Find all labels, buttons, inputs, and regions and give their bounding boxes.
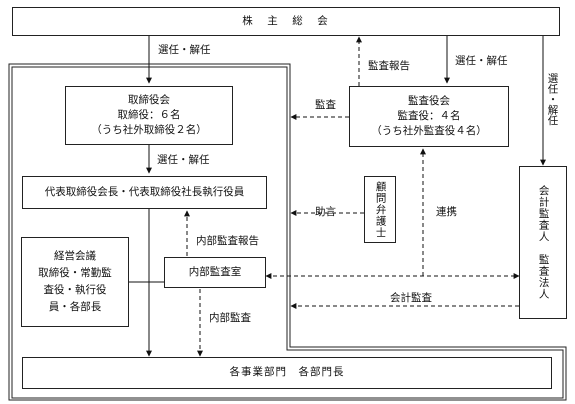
board-members: 取締役：６名 <box>117 108 181 121</box>
audit-board-outside-members: （うち社外監査役４名） <box>371 125 487 138</box>
legal-counsel-label: 顧問弁護士 <box>374 180 387 239</box>
label-coordination: 連携 <box>436 206 457 218</box>
management-meeting-box: 経営会議 取締役・常勤監 査役・執行役 員・各部長 <box>21 237 129 327</box>
board-outside-members: （うち社外取締役２名） <box>91 124 207 137</box>
audit-board-title: 監査役会 <box>408 94 450 107</box>
audit-board-box: 監査役会 監査役：４名 （うち社外監査役４名） <box>349 86 509 147</box>
label-advice: 助言 <box>315 206 336 218</box>
representative-directors-label: 代表取締役会長・代表取締役社長執行役員 <box>44 185 245 198</box>
accounting-auditor-label: 会計監査人 監査法人 <box>537 185 550 300</box>
shareholders-meeting-label: 株 主 総 会 <box>242 14 330 27</box>
business-departments-label: 各事業部門 各部門長 <box>229 366 345 379</box>
label-elect-dismiss-accounting: 選任・解任 <box>546 73 559 126</box>
management-meeting-members-1: 取締役・常勤監 <box>38 267 112 280</box>
legal-counsel-box: 顧問弁護士 <box>364 176 396 243</box>
board-title: 取締役会 <box>128 93 170 106</box>
label-audit: 監査 <box>315 99 336 111</box>
accounting-auditor-box: 会計監査人 監査法人 <box>519 166 567 319</box>
audit-board-members: 監査役：４名 <box>397 109 461 122</box>
board-of-directors-box: 取締役会 取締役：６名 （うち社外取締役２名） <box>65 86 233 145</box>
internal-audit-office-box: 内部監査室 <box>164 257 266 288</box>
business-departments-box: 各事業部門 各部門長 <box>22 357 552 389</box>
label-elect-dismiss-reps: 選任・解任 <box>157 154 210 166</box>
representative-directors-box: 代表取締役会長・代表取締役社長執行役員 <box>22 176 267 209</box>
management-meeting-members-3: 員・各部長 <box>48 300 102 313</box>
label-elect-dismiss-auditors: 選任・解任 <box>455 55 508 67</box>
label-elect-dismiss-board: 選任・解任 <box>158 44 211 56</box>
company-frame-outer <box>8 63 567 401</box>
label-internal-audit: 内部監査 <box>209 312 251 324</box>
company-frame-inner <box>11 66 564 399</box>
management-meeting-title: 経営会議 <box>54 250 96 263</box>
label-accounting-audit: 会計監査 <box>390 292 432 304</box>
internal-audit-office-label: 内部監査室 <box>188 265 242 278</box>
label-internal-audit-report: 内部監査報告 <box>196 235 259 247</box>
shareholders-meeting-box: 株 主 総 会 <box>12 7 560 36</box>
label-audit-report: 監査報告 <box>368 60 410 72</box>
management-meeting-members-2: 査役・執行役 <box>43 284 107 296</box>
